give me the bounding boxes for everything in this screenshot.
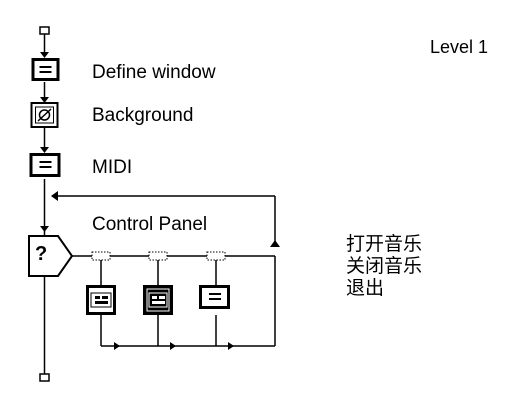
response-type-marker — [91, 251, 111, 261]
calc-icon[interactable] — [29, 153, 61, 177]
level-label: Level 1 — [430, 37, 489, 57]
loop-arrow — [51, 191, 58, 201]
flow-arrow — [40, 52, 49, 58]
interaction-icon[interactable] — [28, 235, 74, 277]
response-type-marker — [148, 251, 168, 261]
response-type-marker — [206, 251, 226, 261]
note-close-music: 关闭音乐 — [346, 255, 423, 277]
return-arrow — [114, 342, 120, 350]
flow-end-marker — [39, 373, 50, 382]
loop-up-arrow — [270, 240, 280, 247]
calc-icon[interactable] — [199, 285, 230, 309]
display-icon[interactable] — [30, 102, 59, 128]
return-arrow — [228, 342, 234, 350]
interaction-map-icon-selected[interactable] — [143, 285, 173, 315]
return-arrow — [170, 342, 176, 350]
note-open-music: 打开音乐 — [346, 233, 423, 255]
flow-arrow — [40, 226, 49, 232]
flow-start-marker — [39, 26, 50, 35]
flow-arrow — [40, 97, 49, 103]
decision-symbol: ? — [35, 243, 48, 265]
icon-label-define-window: Define window — [92, 62, 216, 83]
calc-icon[interactable] — [31, 58, 60, 81]
decision-label: Control Panel — [92, 214, 208, 235]
icon-label-midi: MIDI — [92, 157, 133, 178]
note-exit: 退出 — [346, 277, 385, 299]
flow-arrow — [40, 147, 49, 153]
icon-label-background: Background — [92, 105, 194, 126]
interaction-map-icon[interactable] — [86, 285, 116, 315]
